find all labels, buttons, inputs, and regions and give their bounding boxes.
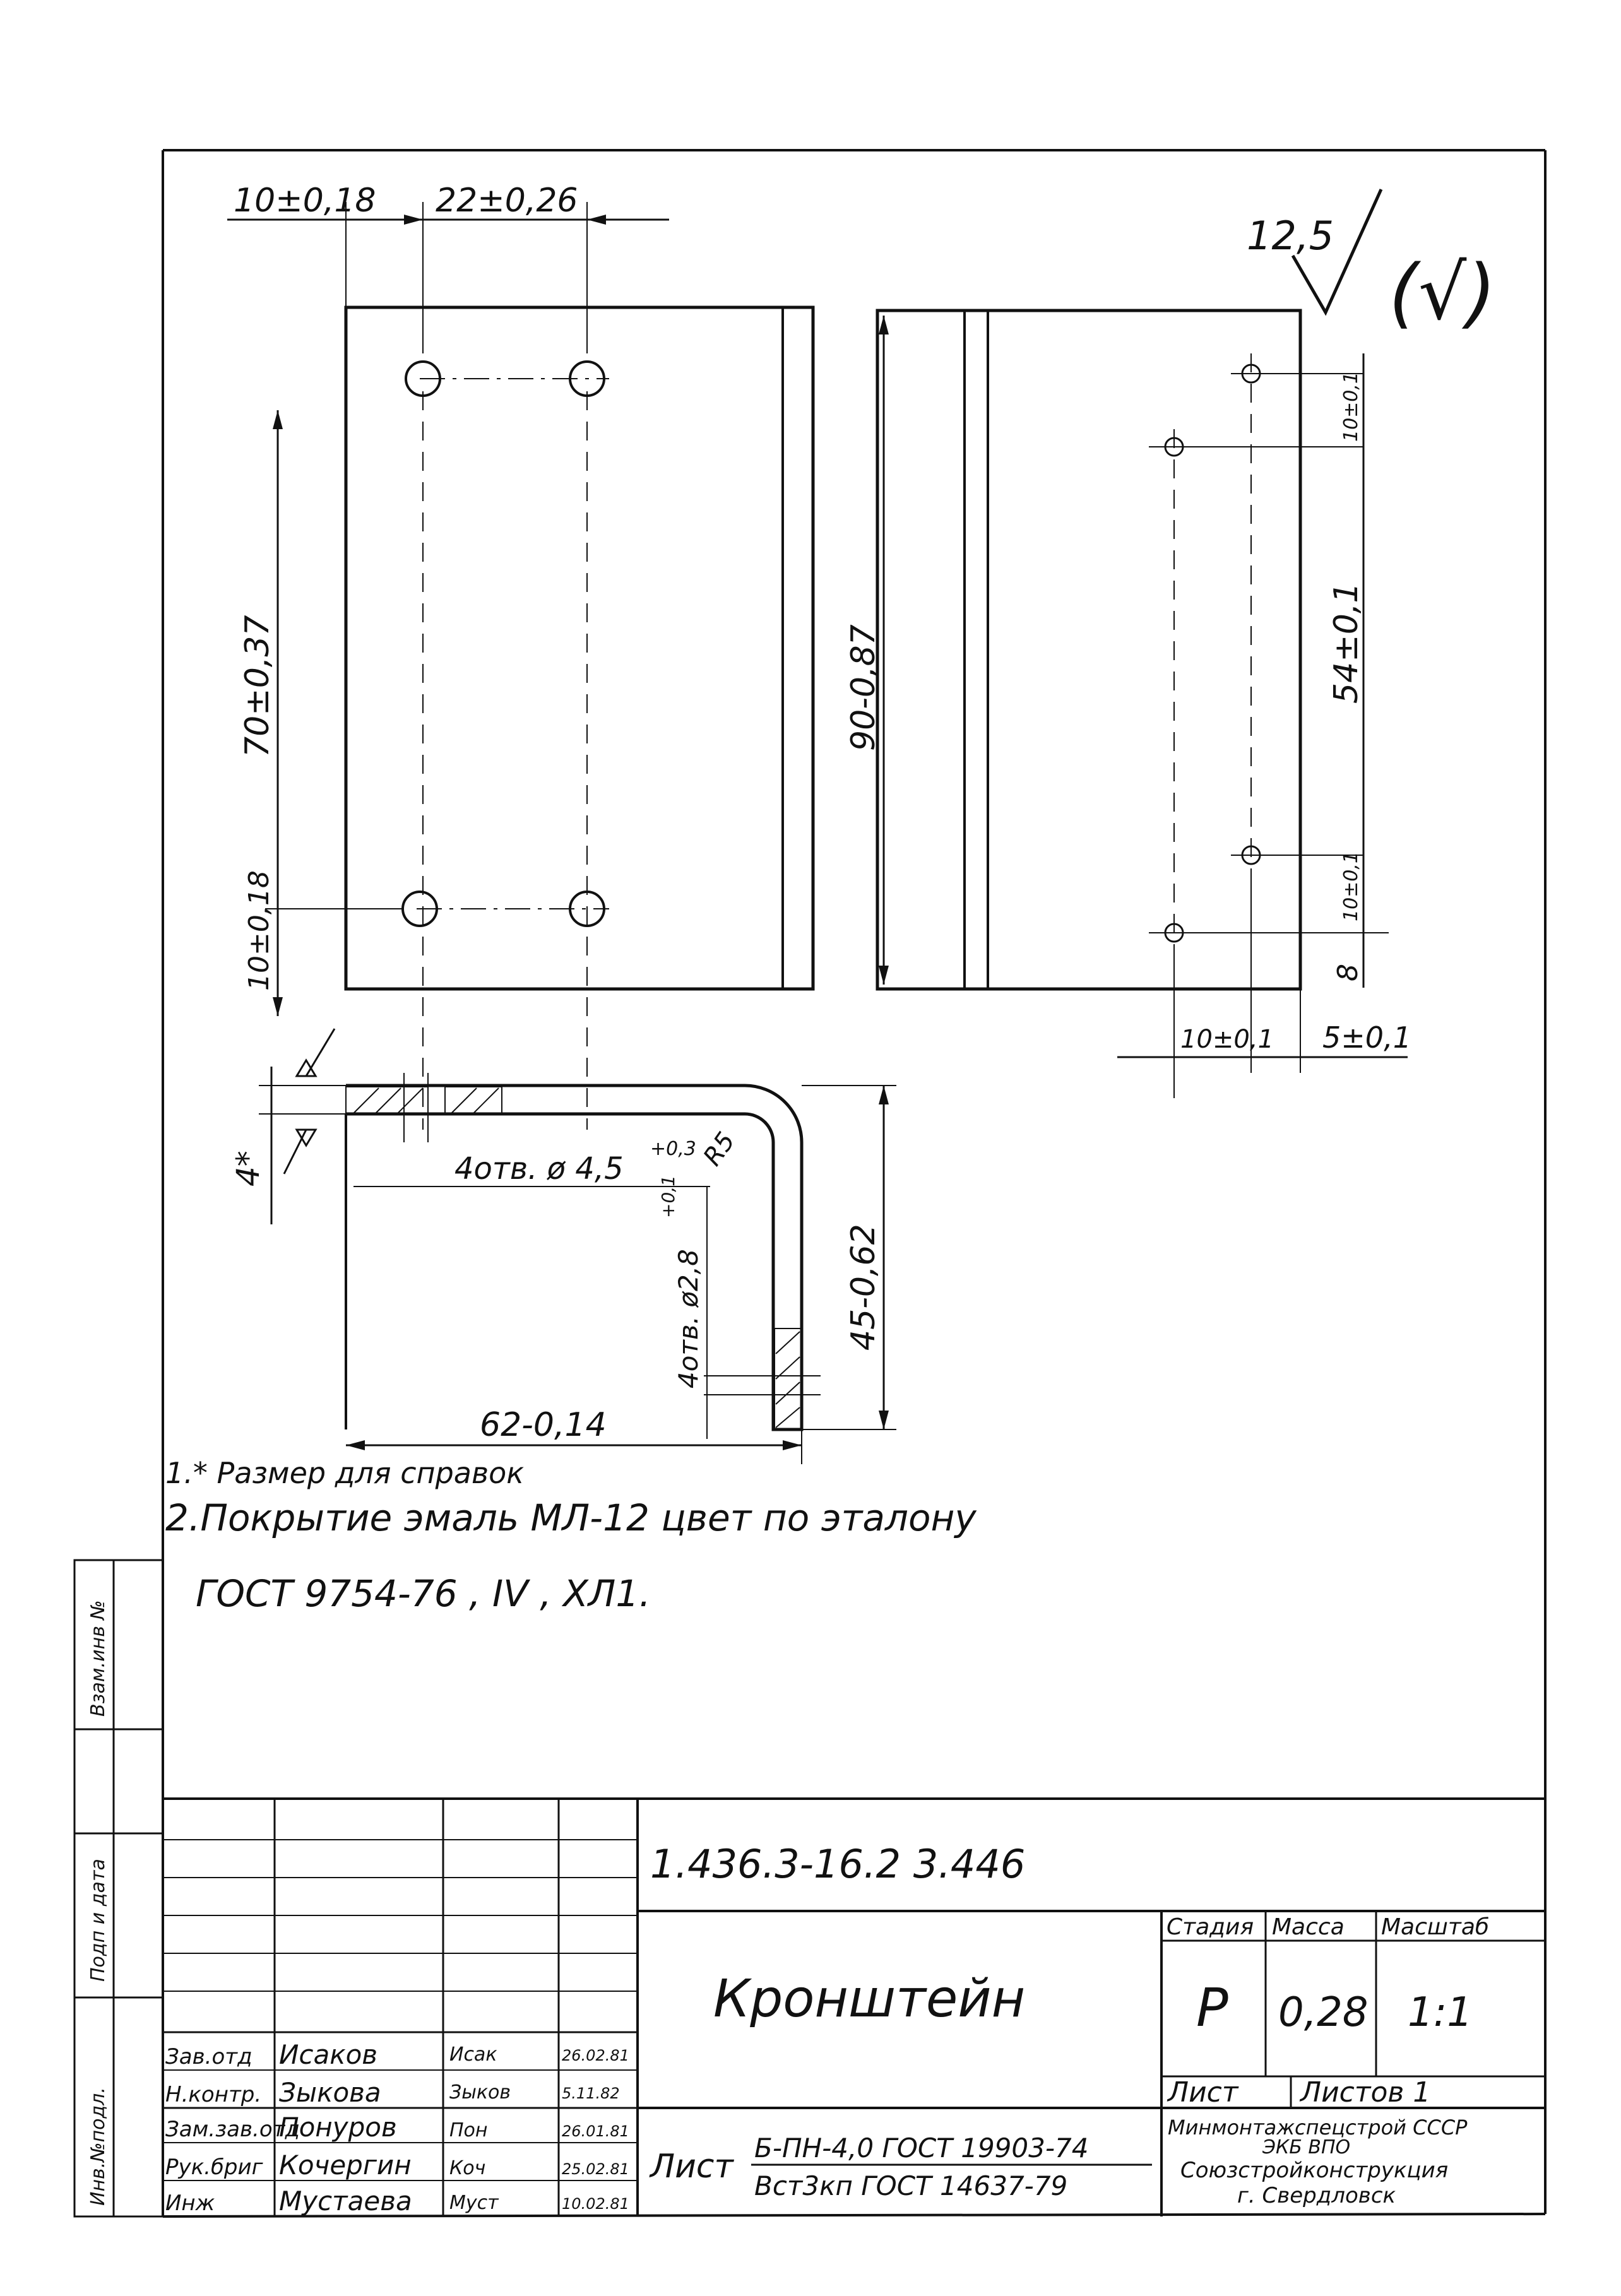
sign-5: Муст	[449, 2192, 499, 2214]
role-1: Зав.отд	[165, 2044, 252, 2069]
name-4: Кочергин	[279, 2150, 412, 2181]
dim-right-bot: 8	[1332, 964, 1364, 981]
org-line-4: г. Свердловск	[1237, 2183, 1396, 2208]
document-code: 1.436.3-16.2 3.446	[650, 1841, 1025, 1887]
note-2: 2.Покрытие эмаль МЛ-12 цвет по эталону	[165, 1496, 977, 1539]
sign-1: Исак	[449, 2044, 497, 2066]
role-4: Рук.бриг	[165, 2155, 264, 2180]
header-mass: Масса	[1272, 1914, 1345, 1940]
dim-left-vert: 70±0,37	[239, 615, 276, 757]
hole-bottom-right	[569, 891, 605, 927]
roughness-value: 12,5	[1247, 213, 1334, 259]
material-bottom: Вст3кп ГОСТ 14637-79	[754, 2170, 1067, 2201]
sign-2: Зыков	[449, 2081, 511, 2104]
title-block: 1.436.3-16.2 3.446 Кронштейн Стадия Масс…	[163, 1797, 1545, 2216]
hole-top-right	[569, 360, 605, 397]
dim-right-mid: 54±0,1	[1327, 583, 1365, 704]
side-stamp: Взам.инв № Подп и дата Инв.№подл.	[73, 1559, 164, 2218]
date-3: 26.01.81	[562, 2122, 629, 2140]
roughness-mark: 12,5 (√)	[1247, 188, 1496, 337]
date-4: 25.02.81	[562, 2160, 629, 2178]
note-3: ГОСТ 9754-76 , IV , ХЛ1.	[196, 1572, 651, 1615]
material-top: Б-ПН-4,0 ГОСТ 19903-74	[754, 2133, 1088, 2163]
dim-top-mid: 22±0,26	[436, 182, 578, 220]
dim-radius: R5	[698, 1127, 741, 1171]
note-1: 1.* Размер для справок	[165, 1456, 524, 1490]
date-5: 10.02.81	[562, 2195, 629, 2213]
dim-bracket-height: 45-0,62	[845, 1224, 882, 1351]
side-stamp-label-2: Подп и дата	[87, 1859, 109, 1982]
name-3: Понуров	[279, 2112, 397, 2143]
dim-holes-a-tol: +0,3	[650, 1138, 696, 1160]
name-1: Исаков	[279, 2039, 377, 2070]
signature-rows: Зав.отд Н.контр. Зам.зав.отд Рук.бриг Ин…	[165, 2039, 629, 2216]
dim-top-left: 10±0,18	[234, 182, 376, 220]
sheet-label: Лист	[1167, 2076, 1239, 2109]
side-view: 90-0,87 10±0,1 54±0,1 10±0,1 8 10±0,1 5±…	[845, 309, 1411, 1098]
dim-left-low: 10±0,18	[243, 870, 275, 991]
section-view: 4* 4отв. ø 4,5 +0,3 R5 4отв. ø2,8 +0,1 4…	[230, 1028, 896, 1464]
role-5: Инж	[165, 2191, 215, 2216]
hole-top-left	[405, 360, 441, 397]
dim-mid-vert: 90-0,87	[845, 624, 882, 751]
header-stage: Стадия	[1167, 1914, 1254, 1940]
role-2: Н.контр.	[165, 2082, 261, 2107]
dim-holes-a: 4отв. ø 4,5	[454, 1151, 624, 1186]
dim-thickness: 4*	[230, 1151, 266, 1186]
material-label: Лист	[649, 2148, 734, 2186]
stage-value: Р	[1196, 1977, 1228, 2039]
side-stamp-label-1: Взам.инв №	[87, 1600, 109, 1717]
sheets-label: Листов 1	[1299, 2076, 1430, 2109]
dim-holes-b: 4отв. ø2,8	[673, 1249, 704, 1388]
side-stamp-label-3: Инв.№подл.	[87, 2087, 109, 2206]
front-view: 10±0,18 22±0,26 70±0,37 10±0,18	[227, 182, 815, 1130]
mass-value: 0,28	[1278, 1989, 1369, 2036]
scale-value: 1:1	[1408, 1989, 1473, 2036]
part-name: Кронштейн	[713, 1969, 1025, 2029]
drawing-frame	[162, 149, 1547, 2218]
notes: 1.* Размер для справок 2.Покрытие эмаль …	[165, 1456, 977, 1615]
dim-right-bot-left: 10±0,1	[1180, 1025, 1274, 1054]
dim-holes-b-tol: +0,1	[658, 1175, 679, 1218]
dim-right-top: 10±0,1	[1340, 372, 1362, 442]
name-2: Зыкова	[279, 2077, 381, 2108]
date-1: 26.02.81	[562, 2047, 629, 2064]
dim-bracket-length: 62-0,14	[480, 1406, 607, 1444]
sign-3: Пон	[449, 2119, 488, 2141]
sign-4: Коч	[449, 2157, 485, 2179]
org-line-3: Союзстройконструкция	[1180, 2158, 1448, 2183]
role-3: Зам.зав.отд	[165, 2117, 300, 2142]
name-5: Мустаева	[279, 2186, 412, 2216]
org-line-1: Минмонтажспецстрой СССР	[1168, 2116, 1468, 2139]
dim-right-bot-right: 5±0,1	[1322, 1021, 1411, 1055]
org-line-2: ЭКБ ВПО	[1262, 2136, 1350, 2158]
roughness-bracket: (√)	[1389, 249, 1496, 337]
header-scale: Масштаб	[1381, 1914, 1489, 1940]
date-2: 5.11.82	[562, 2085, 620, 2102]
dim-right-low: 10±0,1	[1340, 851, 1362, 921]
